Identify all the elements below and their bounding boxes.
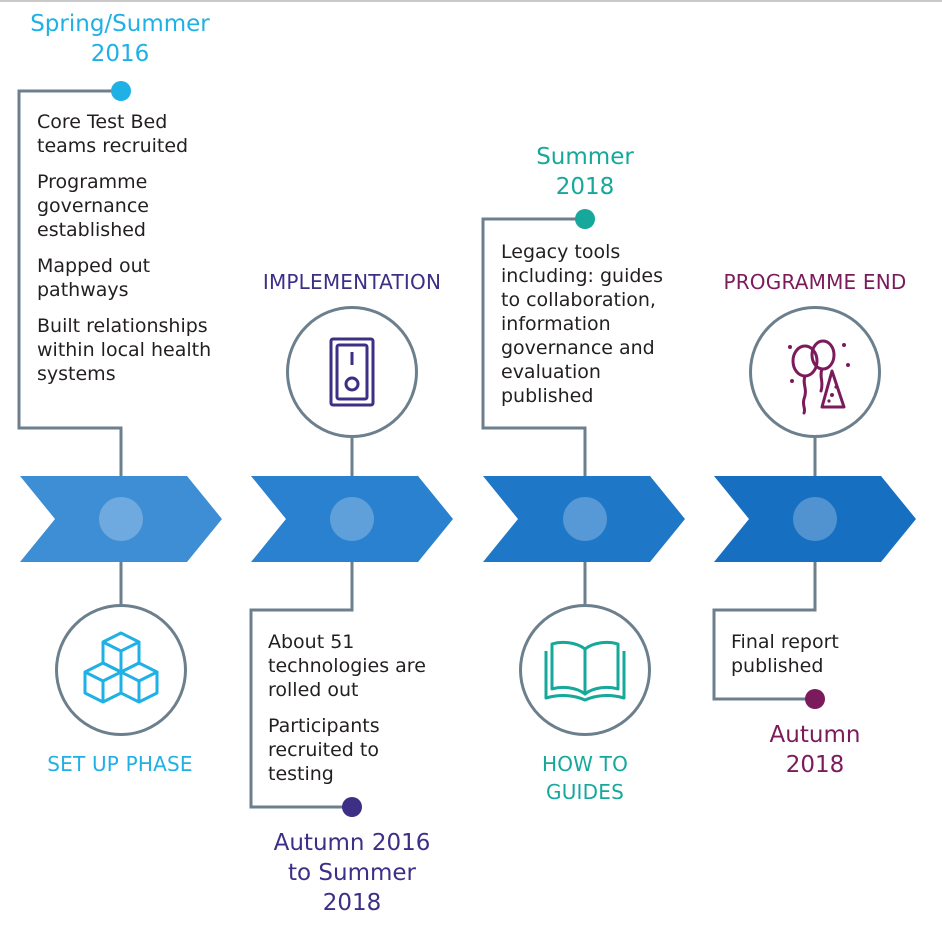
top-divider	[0, 0, 942, 2]
open-book-icon	[544, 640, 626, 702]
stage-1-date: Spring/Summer 2016	[20, 9, 220, 69]
stage-1-item-3: Mapped out pathways	[37, 255, 151, 301]
stage-2-icon-circle	[286, 306, 418, 438]
arrow-node-1	[99, 497, 143, 541]
stage-1-date-line-2: 2016	[90, 41, 150, 67]
arrow-stage-1	[20, 476, 222, 562]
stage-3-bracket-line	[481, 217, 587, 517]
stage-3-date: Summer 2018	[485, 142, 685, 202]
stage-2-date-line-2: to Summer	[288, 860, 416, 886]
stage-3-phase-line-2: GUIDES	[546, 780, 624, 804]
stage-3-item-1: Legacy tools including: guides to collab…	[501, 241, 664, 407]
stage-2-date: Autumn 2016 to Summer 2018	[252, 828, 452, 918]
stage-3-date-line-1: Summer	[536, 144, 634, 170]
stage-1-items: Core Test Bed teams recruited Programme …	[37, 110, 217, 398]
stage-1-item-1: Core Test Bed teams recruited	[37, 111, 189, 157]
arrow-node-4	[793, 497, 837, 541]
stage-1-phase-line-1: SET UP PHASE	[47, 752, 193, 776]
stage-1-item-2: Programme governance established	[37, 171, 149, 241]
stage-2-bracket-line	[249, 517, 354, 809]
arrow-stage-3	[483, 476, 685, 562]
stage-2-items: About 51 technologies are rolled out Par…	[268, 630, 438, 798]
stage-2-date-line-1: Autumn 2016	[273, 830, 431, 856]
stage-3-phase-label: HOW TO GUIDES	[485, 750, 685, 806]
arrow-stage-4	[714, 476, 916, 562]
stage-1-bracket-line	[17, 89, 123, 517]
stage-3-date-dot	[575, 209, 595, 229]
stage-4-date-line-1: Autumn	[769, 722, 861, 748]
stage-3-date-line-2: 2018	[555, 174, 615, 200]
stage-4-icon-circle	[749, 306, 881, 438]
stage-2-phase-label: IMPLEMENTATION	[240, 268, 464, 296]
stage-1-icon-circle	[55, 604, 187, 736]
stage-1-item-4: Built relationships within local health …	[37, 315, 212, 385]
stage-2-item-2: Participants recruited to testing	[268, 715, 380, 785]
stage-1-phase-label: SET UP PHASE	[20, 750, 220, 778]
stage-4-phase-line-1: PROGRAMME END	[723, 270, 907, 294]
stage-1-date-dot	[111, 81, 131, 101]
arrow-node-3	[563, 497, 607, 541]
stage-4-date-line-2: 2018	[785, 752, 845, 778]
stage-4-item-1: Final report published	[731, 631, 839, 677]
arrow-stage-2	[251, 476, 453, 562]
stage-3-phase-line-1: HOW TO	[541, 752, 629, 776]
stage-2-phase-line-1: IMPLEMENTATION	[262, 270, 442, 294]
switch-icon	[329, 337, 375, 407]
stage-4-bracket-line	[712, 517, 817, 701]
balloons-party-hat-icon	[788, 339, 850, 415]
stage-2-date-dot	[342, 797, 362, 817]
stage-2-item-1: About 51 technologies are rolled out	[268, 631, 426, 701]
stage-2-date-line-3: 2018	[322, 890, 382, 916]
stage-1-date-line-1: Spring/Summer	[30, 11, 210, 37]
stage-3-icon-circle	[519, 604, 651, 736]
stage-4-date: Autumn 2018	[715, 720, 915, 780]
arrow-node-2	[330, 497, 374, 541]
stage-4-phase-label: PROGRAMME END	[700, 268, 930, 296]
stage-4-items: Final report published	[731, 630, 881, 690]
stage-4-date-dot	[805, 689, 825, 709]
cubes-icon	[83, 631, 159, 704]
stage-3-items: Legacy tools including: guides to collab…	[501, 240, 676, 420]
